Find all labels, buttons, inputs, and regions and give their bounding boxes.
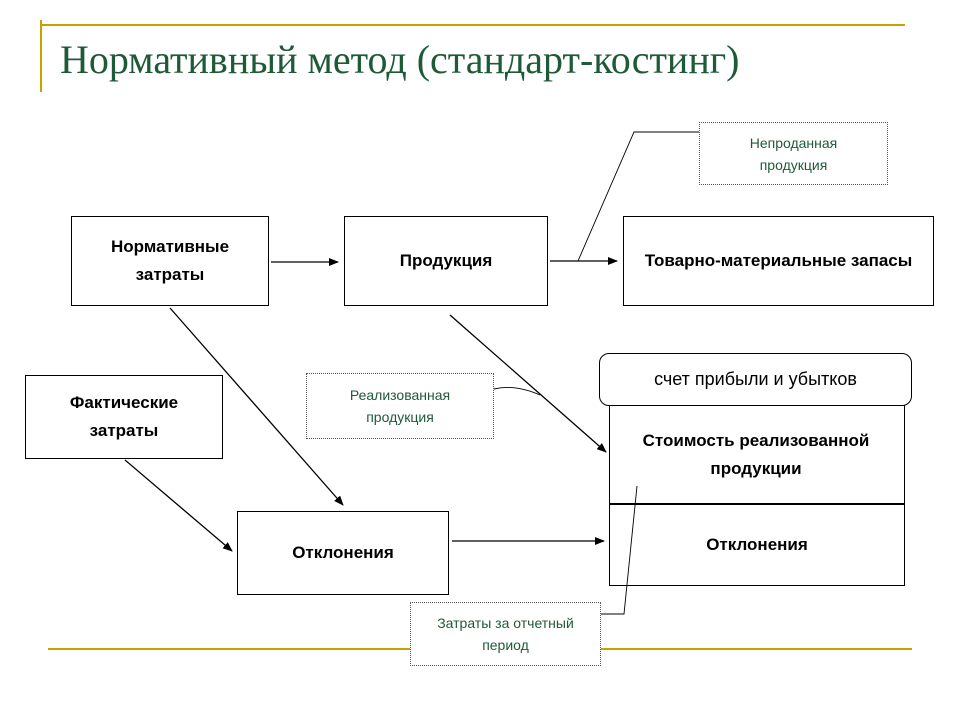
arrow-standard-to-variances [169, 307, 344, 506]
period-costs-callout: Затраты за отчетный период [410, 602, 601, 666]
page-title: Нормативный метод (стандарт-костинг) [60, 37, 740, 82]
arrow-products-to-cost-of-sales [449, 314, 607, 453]
sold-products-callout: Реализованная продукция [306, 373, 494, 439]
left-rule [40, 20, 42, 92]
leader-unsold [577, 131, 699, 262]
income-statement-divider [609, 503, 905, 505]
cost-of-sales-section: Стоимость реализованной продукции [642, 431, 870, 478]
actual-costs-box: Фактические затраты [25, 375, 223, 459]
arrow-actual-to-variances [124, 459, 233, 552]
inventory-box: Товарно-материальные запасы [623, 216, 934, 306]
income-statement-label: счет прибыли и убытков [599, 353, 912, 406]
income-variances-section: Отклонения [706, 535, 808, 554]
top-rule [40, 24, 905, 26]
products-box: Продукция [344, 216, 548, 306]
leader-sold [493, 387, 541, 396]
income-statement-frame [609, 400, 905, 586]
leader-period-costs [601, 485, 638, 615]
standard-costs-box: Нормативные затраты [71, 216, 269, 306]
unsold-products-callout: Непроданная продукция [699, 122, 888, 185]
variances-box: Отклонения [237, 511, 449, 595]
